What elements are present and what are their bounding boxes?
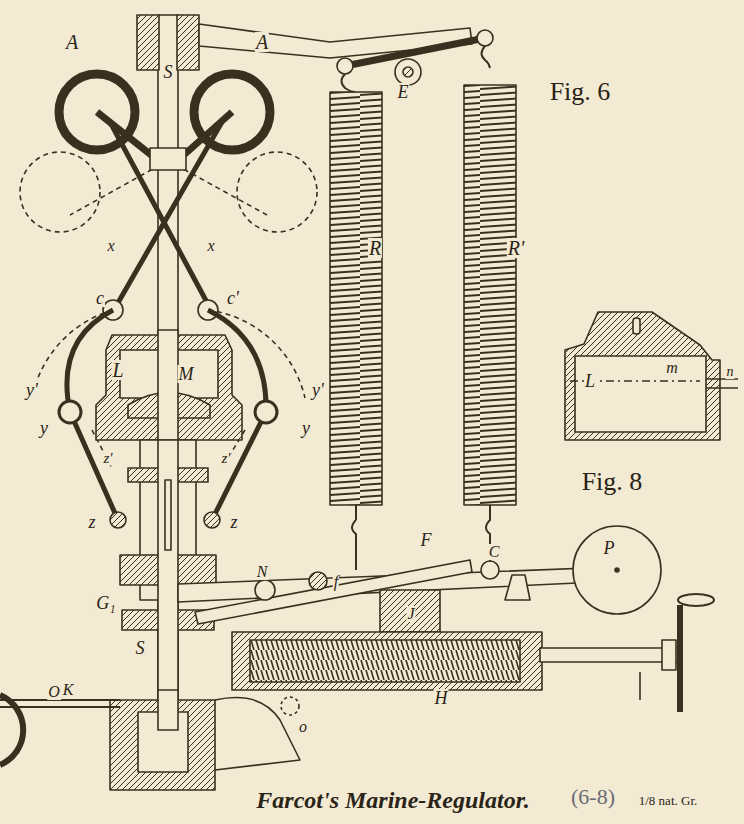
- part-letter: H: [434, 689, 449, 707]
- part-letter: J: [406, 606, 415, 622]
- figure-number: Fig. 8: [581, 469, 644, 495]
- part-letter: y: [301, 419, 311, 437]
- part-letter: z: [87, 513, 96, 531]
- part-letter: S: [135, 639, 146, 657]
- part-letter: F: [420, 531, 433, 549]
- part-letter: E: [397, 83, 410, 101]
- part-letter: R: [368, 238, 382, 258]
- part-letter: z': [102, 451, 113, 466]
- part-letter: O: [47, 684, 61, 700]
- part-letter: m: [665, 360, 679, 376]
- part-letter: L: [584, 372, 596, 390]
- part-letter: z': [220, 451, 231, 466]
- part-letter: o: [298, 719, 308, 735]
- part-letter: R': [507, 238, 526, 258]
- part-letter: x: [106, 238, 115, 254]
- part-letter: x: [206, 238, 215, 254]
- part-letter: f: [333, 574, 339, 590]
- part-letter: c': [226, 289, 240, 307]
- figure-caption: Farcot's Marine-Regulator.: [256, 788, 529, 812]
- part-letter: A: [255, 32, 269, 52]
- part-letter: y': [311, 381, 325, 399]
- part-letter: y': [25, 381, 39, 399]
- part-letter: n: [726, 365, 735, 379]
- part-letter: L: [111, 360, 124, 380]
- scale-note: 1/8 nat. Gr.: [638, 794, 699, 807]
- part-letter: K: [62, 682, 75, 698]
- pencil-note: (6-8): [570, 786, 616, 808]
- part-letter: A: [65, 32, 79, 52]
- part-letter: C: [488, 544, 501, 560]
- part-letter: P: [603, 539, 616, 557]
- part-letter: z: [229, 513, 238, 531]
- part-letter: M: [178, 365, 195, 383]
- part-letter: c: [95, 289, 105, 307]
- part-letter: G₁: [95, 594, 116, 612]
- figure-number: Fig. 6: [549, 79, 612, 105]
- part-letter: N: [256, 564, 269, 580]
- part-letter: S: [163, 63, 174, 81]
- part-letter: y: [39, 419, 49, 437]
